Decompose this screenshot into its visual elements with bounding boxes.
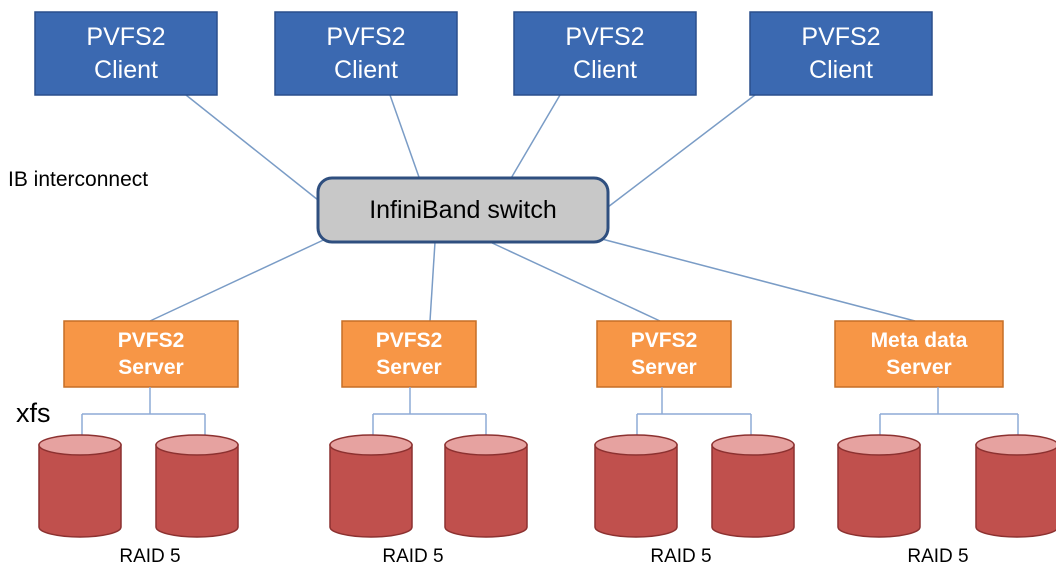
raid-disk-top — [594, 434, 678, 456]
server-box — [341, 320, 477, 388]
raid-disk-body — [711, 444, 795, 538]
raid-disk-top — [444, 434, 528, 456]
network-link — [597, 237, 916, 322]
network-link — [149, 235, 333, 322]
server-box — [63, 320, 239, 388]
metadata-server-box — [834, 320, 1004, 388]
network-link — [389, 94, 421, 181]
raid-disk-top — [837, 434, 921, 456]
raid-disk-top — [329, 434, 413, 456]
client-box — [513, 11, 697, 96]
raid-disk-body — [594, 444, 678, 538]
client-box — [34, 11, 218, 96]
client-box — [749, 11, 933, 96]
raid-disk-body — [975, 444, 1056, 538]
raid-disk-body — [444, 444, 528, 538]
network-link — [489, 241, 661, 322]
client-box — [274, 11, 458, 96]
switch-box — [316, 176, 610, 244]
raid-disk-top — [155, 434, 239, 456]
raid-disk-body — [155, 444, 239, 538]
raid-disk-body — [329, 444, 413, 538]
network-link — [509, 94, 561, 181]
server-box — [596, 320, 732, 388]
raid-disk-body — [38, 444, 122, 538]
network-link — [185, 94, 319, 201]
network-link — [607, 94, 756, 208]
raid-disk-top — [711, 434, 795, 456]
raid-disk-top — [975, 434, 1056, 456]
raid-disk-body — [837, 444, 921, 538]
raid-disk-top — [38, 434, 122, 456]
network-link — [429, 241, 436, 322]
